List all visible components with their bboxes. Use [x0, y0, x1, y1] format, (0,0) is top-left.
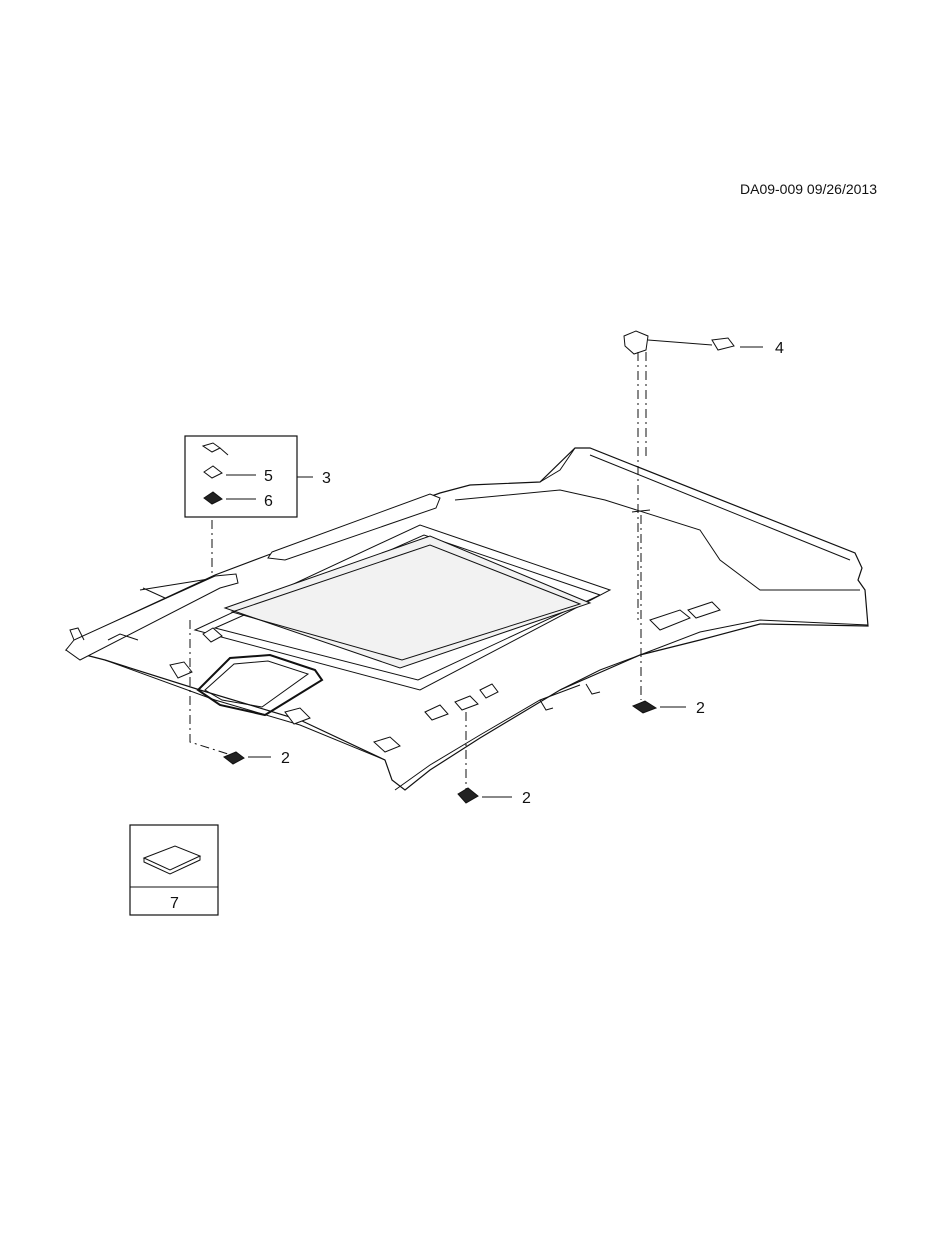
pad-box — [129, 824, 219, 916]
clip-right — [631, 509, 686, 714]
clip-center — [457, 712, 512, 804]
document-id: DA09-009 09/26/2013 — [740, 181, 877, 197]
callout-clip-front-left: 2 — [281, 750, 290, 767]
callout-fastener-kit: 3 — [322, 470, 331, 487]
fastener-kit-box — [184, 435, 313, 755]
left-roof-rail — [65, 493, 441, 661]
clip-front-left — [223, 751, 271, 765]
sunroof-opening — [193, 524, 612, 691]
callout-kit-item-5: 5 — [264, 468, 273, 485]
callout-clip-right: 2 — [696, 700, 705, 717]
callout-clip-center: 2 — [522, 790, 531, 807]
harness-part — [623, 330, 763, 620]
rear-lamp-openings — [424, 601, 721, 721]
overhead-console-opening — [196, 653, 324, 717]
callout-pad: 7 — [170, 895, 179, 912]
visor-clips — [169, 627, 401, 753]
callout-harness: 4 — [775, 340, 784, 357]
callout-kit-item-6: 6 — [264, 493, 273, 510]
